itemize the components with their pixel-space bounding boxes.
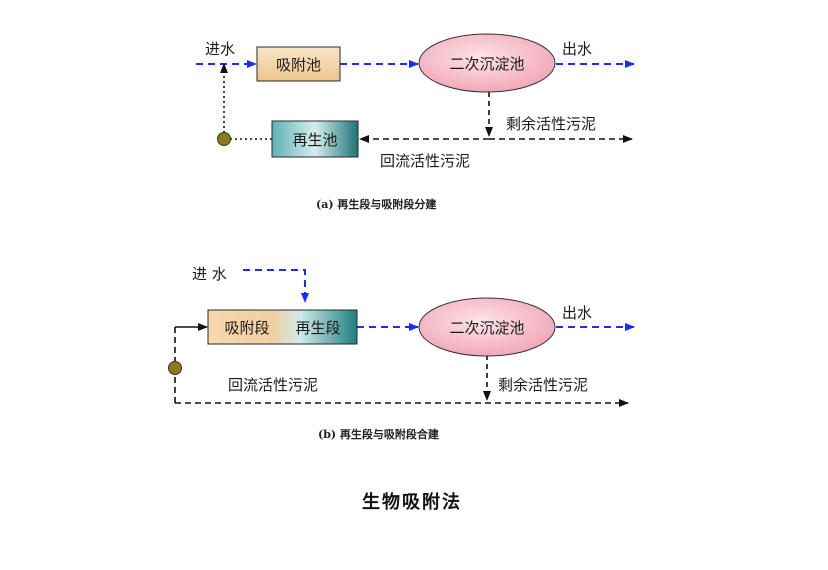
- excess-sludge-label-a: 剩余活性污泥: [506, 115, 596, 133]
- regeneration-stage-label: 再生段: [295, 319, 340, 337]
- effluent-label-a: 出水: [562, 40, 592, 58]
- influent-label-b: 进 水: [192, 265, 227, 283]
- influent-flow-b: [243, 269, 309, 303]
- secondary-clarifier-b: [418, 297, 556, 357]
- adsorption-stage-label: 吸附段: [224, 319, 269, 337]
- return-sludge-label-b: 回流活性污泥: [228, 376, 318, 394]
- pump-icon-b: [168, 361, 182, 375]
- adsorption-tank-label: 吸附池: [276, 56, 321, 74]
- secondary-clarifier-label-b: 二次沉淀池: [449, 319, 524, 337]
- regeneration-tank-label: 再生池: [292, 131, 337, 149]
- excess-sludge-label-b: 剩余活性污泥: [498, 376, 588, 394]
- regeneration-tank: [271, 120, 359, 158]
- caption-b: (b) 再生段与吸附段合建: [318, 427, 440, 441]
- secondary-clarifier-label-a: 二次沉淀池: [449, 55, 524, 73]
- adsorption-tank: [256, 46, 341, 82]
- return-sludge-label-a: 回流活性污泥: [380, 152, 470, 170]
- diagram-a: 吸附池 二次沉淀池 再生池 进水 出水 剩余活性污泥 回流活性污泥 (a) 再生…: [196, 33, 635, 211]
- combined-tank: [207, 309, 358, 345]
- pump-icon-a: [217, 132, 231, 146]
- diagram-b: 吸附段 再生段 二次沉淀池 进 水 出水 回流活性污泥 剩余活性污泥 (b) 再…: [168, 265, 635, 441]
- secondary-clarifier-a: [418, 33, 556, 93]
- diagram-title: 生物吸附法: [362, 491, 462, 513]
- influent-label-a: 进水: [205, 40, 235, 58]
- caption-a: (a) 再生段与吸附段分建: [316, 197, 437, 211]
- effluent-label-b: 出水: [562, 304, 592, 322]
